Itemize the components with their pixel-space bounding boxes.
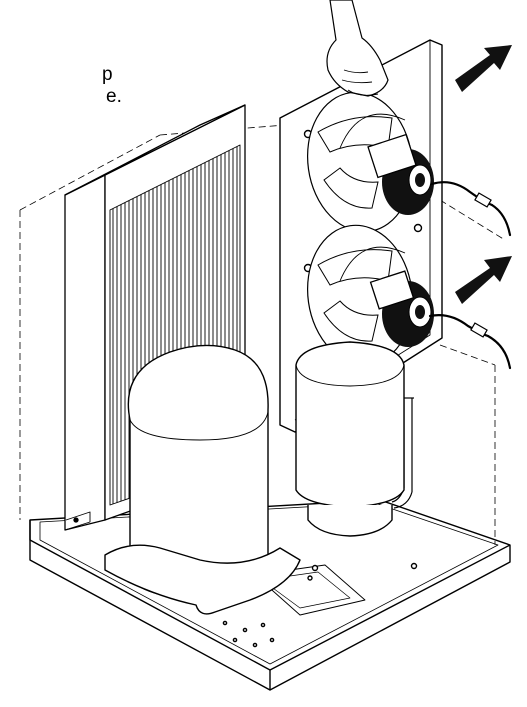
base-plate xyxy=(29,499,511,691)
connector-plug-icon xyxy=(470,192,492,338)
caption-fragment-2: e. xyxy=(106,86,122,107)
outline-right xyxy=(439,199,506,545)
outline-left xyxy=(19,124,286,520)
fan-motor-icon xyxy=(369,270,434,347)
compressor xyxy=(104,344,301,615)
hand-icon xyxy=(326,0,389,97)
fan-motor-icon xyxy=(367,133,434,215)
airflow-arrow-icon xyxy=(455,45,512,304)
receiver xyxy=(295,341,405,537)
caption-fragment-1: p xyxy=(102,64,113,85)
